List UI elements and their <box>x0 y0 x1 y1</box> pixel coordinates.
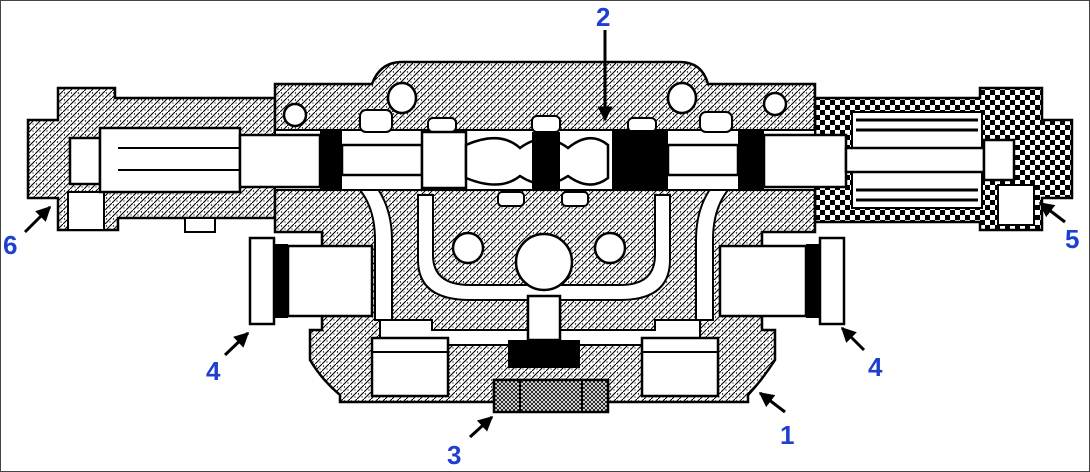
callout-number-6: 6 <box>3 230 17 260</box>
leader-arrow-3 <box>468 415 494 439</box>
callout-arrows <box>23 30 1066 439</box>
leader-arrow-6 <box>23 205 52 234</box>
right-side-fitting <box>718 236 846 326</box>
leader-arrow-5 <box>1038 201 1066 224</box>
leader-arrow-4-left <box>223 331 250 357</box>
callout-number-1: 1 <box>780 420 794 450</box>
callout-number-4-right: 4 <box>868 352 883 382</box>
spool-assembly <box>68 118 1016 202</box>
callout-number-3: 3 <box>447 440 461 470</box>
callout-number-2: 2 <box>596 2 610 32</box>
leader-arrow-1 <box>758 391 786 414</box>
leader-arrow-4-right <box>840 326 866 352</box>
left-side-fitting <box>248 236 374 326</box>
center-check-valve <box>492 294 610 414</box>
callout-number-5: 5 <box>1065 224 1079 254</box>
callout-number-4-left: 4 <box>206 356 221 386</box>
